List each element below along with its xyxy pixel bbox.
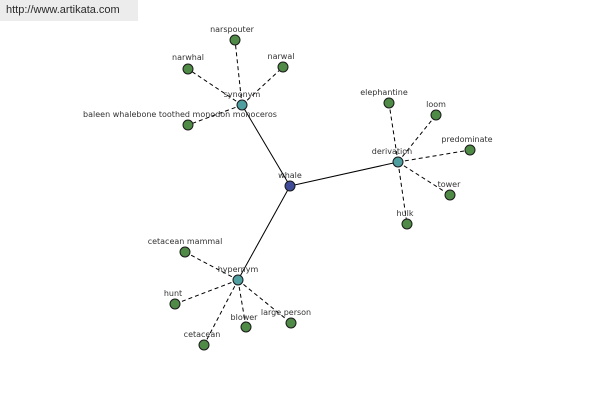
node-hulk[interactable] — [401, 218, 413, 230]
node-whale[interactable] — [284, 180, 296, 192]
node-label-large-person: large person — [261, 308, 311, 317]
node-narwal[interactable] — [277, 61, 289, 73]
node-label-whale: whale — [278, 171, 302, 180]
edge-hypernym-cetacean — [203, 279, 239, 346]
edge-synonym-narwhal — [187, 68, 243, 106]
edge-derivation-elephantine — [388, 102, 399, 163]
node-label-synonym: synonym — [224, 90, 261, 99]
edge-layer — [174, 39, 471, 346]
node-label-baleen: baleen whalebone toothed monodon monocer… — [83, 110, 277, 119]
node-label-narwhal: narwhal — [172, 53, 204, 62]
node-narwhal[interactable] — [182, 63, 194, 75]
node-label-elephantine: elephantine — [360, 88, 408, 97]
node-label-hunt: hunt — [164, 289, 182, 298]
node-blower[interactable] — [240, 321, 252, 333]
node-label-hypernym: hypernym — [218, 265, 259, 274]
node-tower[interactable] — [444, 189, 456, 201]
edge-derivation-tower — [397, 161, 451, 196]
edge-hypernym-cetacean-mammal — [184, 251, 239, 281]
node-label-loom: loom — [426, 100, 446, 109]
node-large-person[interactable] — [285, 317, 297, 329]
edge-whale-derivation — [289, 161, 399, 187]
node-label-narspouter: narspouter — [210, 25, 255, 34]
node-layer — [169, 34, 476, 351]
edge-derivation-hulk — [397, 161, 408, 225]
node-cetacean[interactable] — [198, 339, 210, 351]
edge-hypernym-hunt — [174, 279, 239, 305]
edge-hypernym-large-person — [237, 279, 292, 324]
node-hypernym[interactable] — [232, 274, 244, 286]
node-predominate[interactable] — [464, 144, 476, 156]
edge-derivation-loom — [397, 114, 437, 163]
node-label-tower: tower — [438, 180, 461, 189]
node-cetacean-mammal[interactable] — [179, 246, 191, 258]
node-loom[interactable] — [430, 109, 442, 121]
node-label-blower: blower — [231, 313, 259, 322]
node-elephantine[interactable] — [383, 97, 395, 109]
watermark-url: http://www.artikata.com — [0, 0, 138, 21]
label-layer: whale synonym derivation hypernym narspouter… — [83, 25, 493, 339]
edge-whale-hypernym — [237, 185, 291, 281]
node-label-narwal: narwal — [268, 52, 295, 61]
edge-hypernym-blower — [237, 279, 247, 328]
node-baleen[interactable] — [182, 119, 194, 131]
node-label-hulk: hulk — [397, 209, 414, 218]
node-label-cetacean-mammal: cetacean mammal — [148, 237, 223, 246]
node-hunt[interactable] — [169, 298, 181, 310]
node-label-cetacean: cetacean — [184, 330, 221, 339]
node-derivation[interactable] — [392, 156, 404, 168]
edge-synonym-baleen — [187, 104, 243, 126]
edge-whale-synonym — [241, 104, 291, 187]
node-narspouter[interactable] — [229, 34, 241, 46]
node-label-predominate: predominate — [441, 135, 492, 144]
edge-derivation-predominate — [397, 149, 471, 163]
edge-synonym-narwal — [241, 66, 284, 106]
edge-synonym-narspouter — [234, 39, 243, 106]
node-label-derivation: derivation — [372, 147, 412, 156]
node-synonym[interactable] — [236, 99, 248, 111]
